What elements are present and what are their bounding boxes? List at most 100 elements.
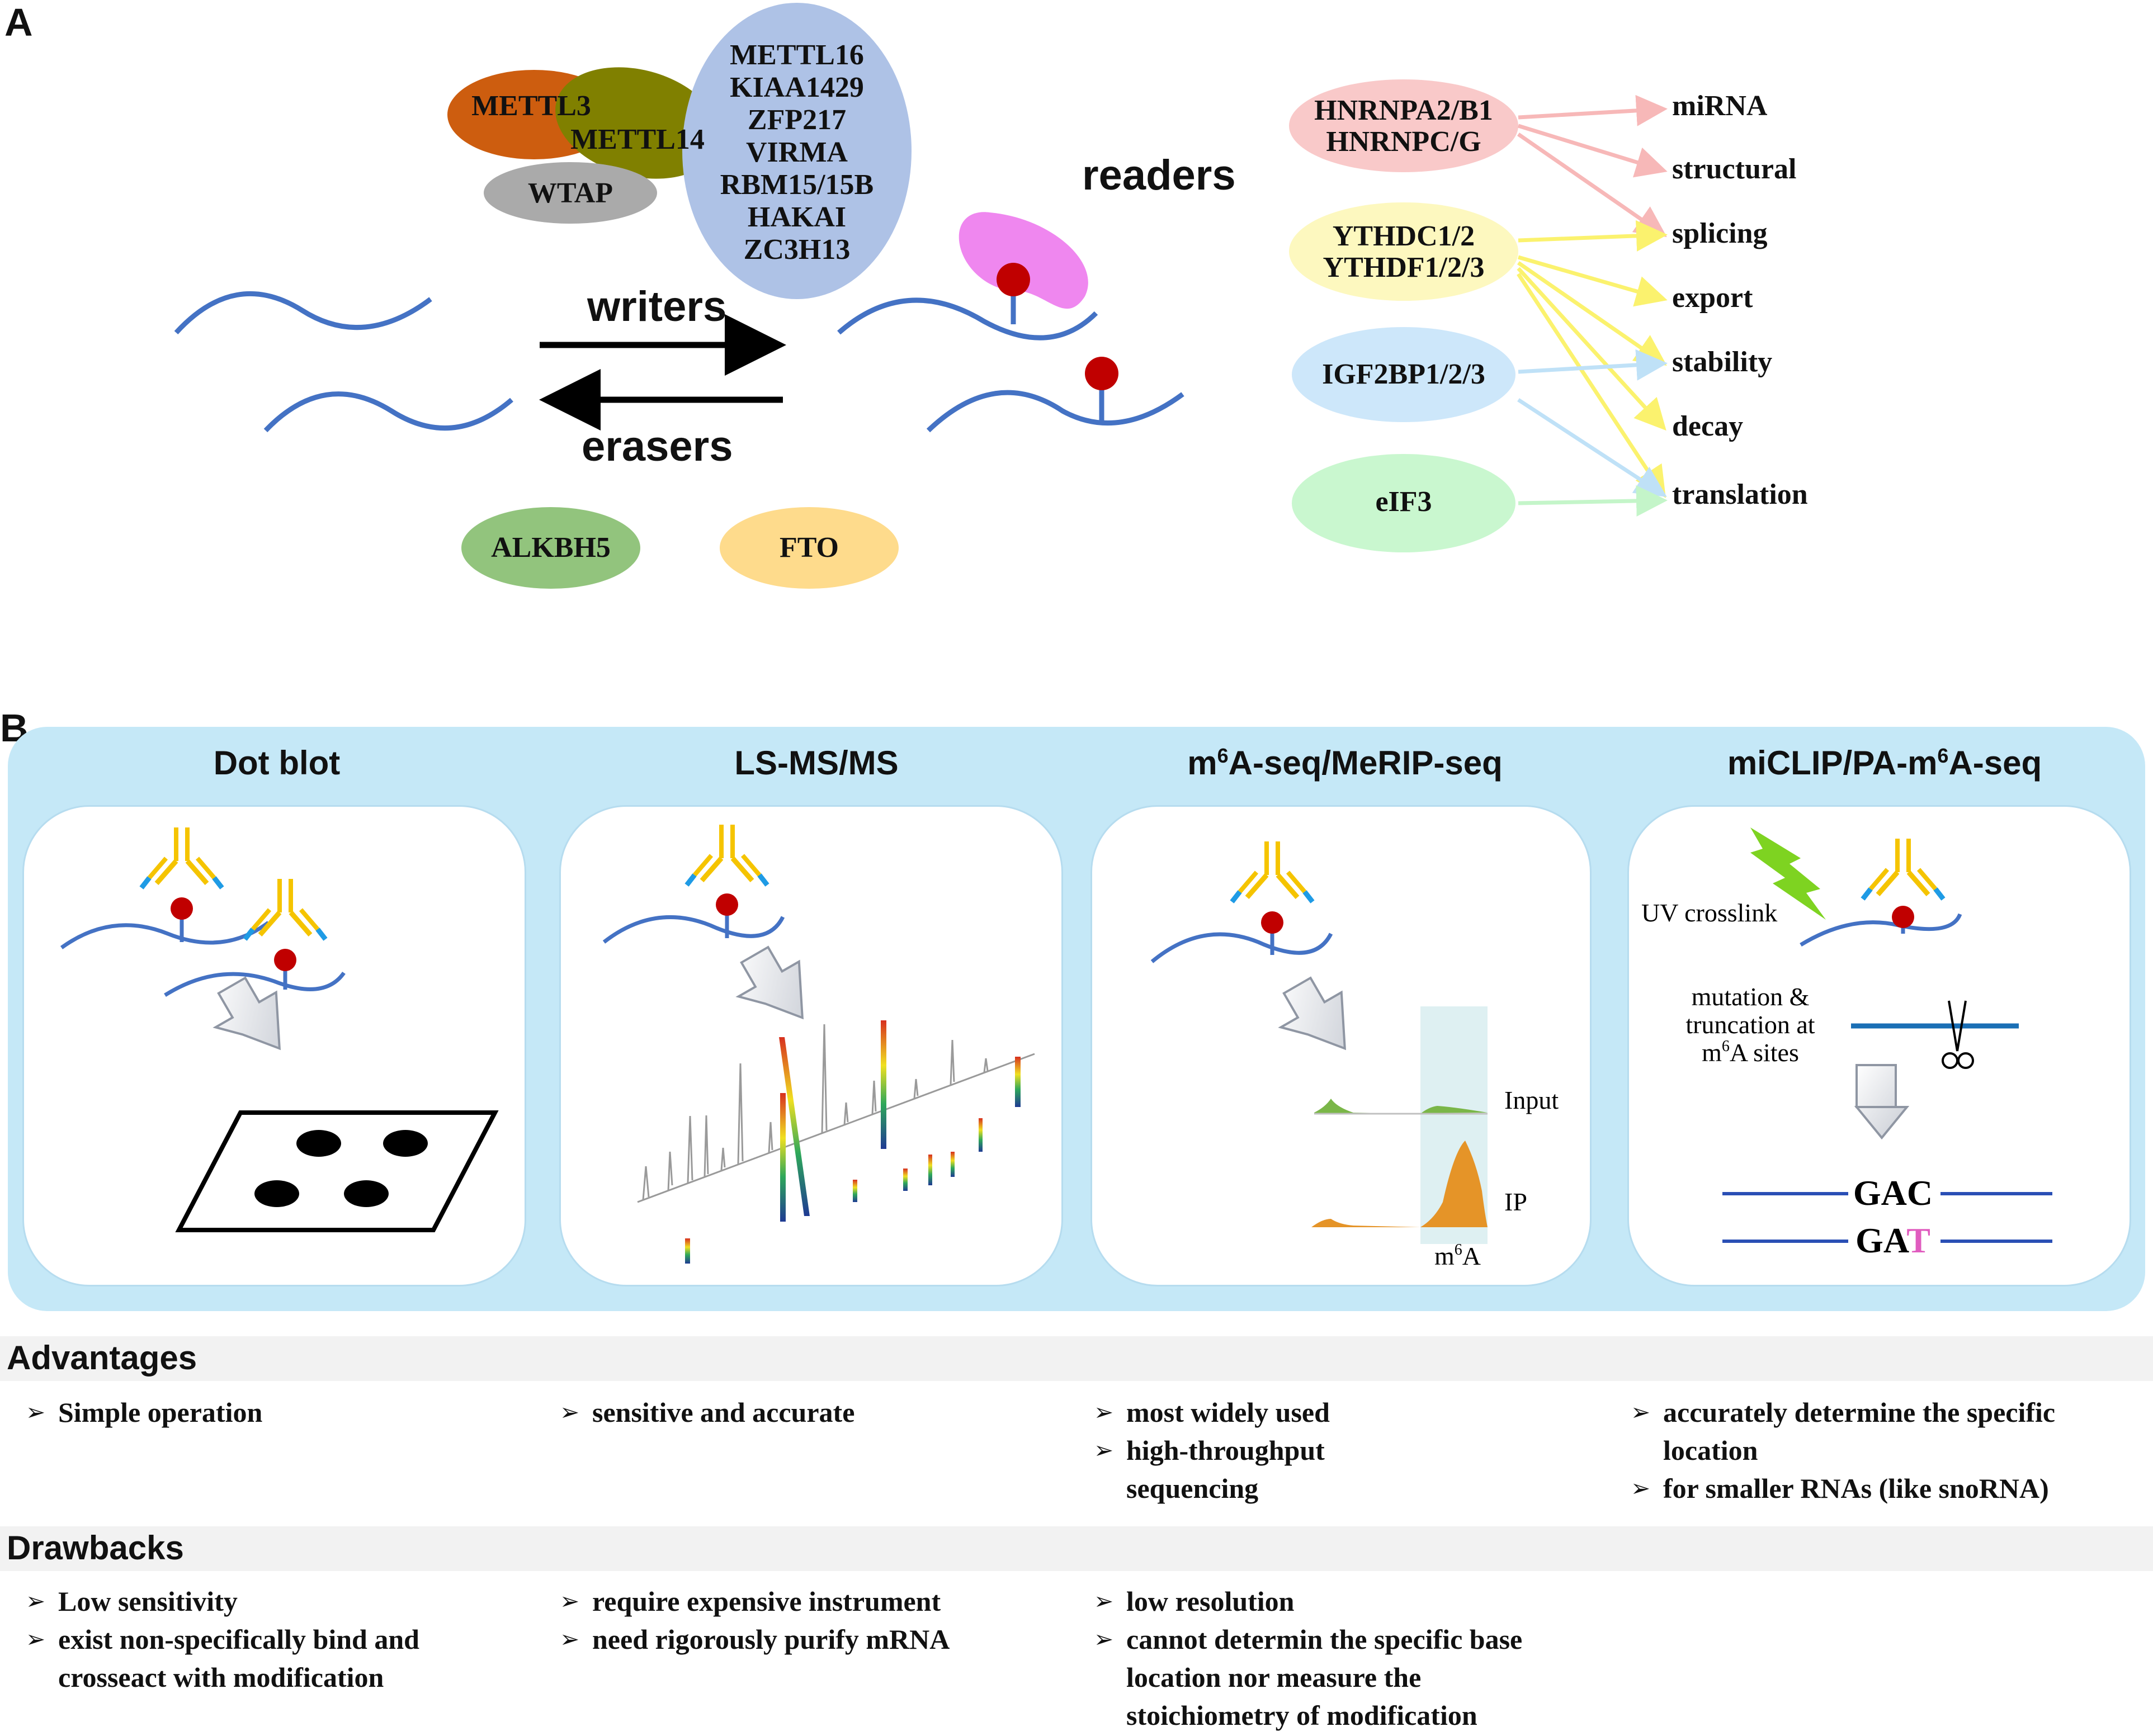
lsms-peak xyxy=(951,1152,955,1177)
dot-blot-down-arrow-icon xyxy=(213,976,281,1051)
dot-blot-spot xyxy=(344,1180,389,1207)
uv-crosslink-label: UV crosslink xyxy=(1641,898,1777,927)
miclip-m6a xyxy=(1892,906,1914,928)
drawback-item: need rigorously purify mRNA xyxy=(556,1620,1060,1658)
miclip-antibody xyxy=(1863,839,1943,899)
outcome-translation: translation xyxy=(1672,479,1808,510)
mettl14-ellipse xyxy=(555,67,720,179)
advantage-item: high-throughput sequencing xyxy=(1090,1431,1426,1507)
mettl3-label: METTL3 xyxy=(471,90,591,122)
arrow-hnrnp-splicing xyxy=(1517,133,1667,237)
miclip-title-post: A-seq xyxy=(1948,744,2042,782)
panel-b-diagrams: Input IP m6A UV crosslink mutation & tru… xyxy=(60,727,2052,1270)
advantage-item: Simple operation xyxy=(22,1393,514,1431)
arrow-eif3-translation xyxy=(1518,485,1668,517)
lsms-m6a xyxy=(716,893,738,916)
miclip-down-arrow-icon xyxy=(1854,1064,1910,1140)
mutation-label-3: m6A sites xyxy=(1702,1038,1799,1067)
lsms-peak xyxy=(685,1238,690,1264)
dot-blot-spot xyxy=(296,1130,341,1157)
outcome-mirna: miRNA xyxy=(1672,90,1768,122)
dot-blot-m6a-2 xyxy=(274,949,296,971)
dot-blot-antibody-1 xyxy=(141,827,222,888)
lsms-peak xyxy=(979,1118,983,1152)
drawback-item: Low sensitivity xyxy=(22,1582,514,1620)
drawback-item: require expensive instrument xyxy=(556,1582,1060,1620)
partner-label: METTL16 xyxy=(730,39,864,71)
lsms-spectrum xyxy=(637,1024,1035,1203)
lsms-down-arrow-icon xyxy=(735,945,804,1020)
arrow-yth-export xyxy=(1518,255,1668,307)
merip-input-label: Input xyxy=(1504,1086,1559,1114)
advantages-col-1: Simple operation xyxy=(22,1393,514,1431)
outcome-decay: decay xyxy=(1672,410,1744,442)
m6a-dot-1 xyxy=(997,263,1030,296)
partner-label: ZFP217 xyxy=(747,104,847,136)
merip-title-post: A-seq/MeRIP-seq xyxy=(1228,744,1503,782)
outcome-export: export xyxy=(1672,282,1753,314)
alkbh5-label: ALKBH5 xyxy=(491,532,611,564)
miclip-title-sup: 6 xyxy=(1937,744,1949,767)
merip-m6a-sup: 6 xyxy=(1455,1241,1462,1259)
reader-eif3-label: eIF3 xyxy=(1375,486,1432,518)
igf2bp-ellipse xyxy=(1292,327,1515,422)
readers-label: readers xyxy=(1082,152,1236,199)
reader-igf-label: IGF2BP1/2/3 xyxy=(1322,358,1485,390)
method-card-lsms xyxy=(559,805,1063,1286)
seq2-prefix: GA xyxy=(1855,1221,1909,1260)
merip-m6a xyxy=(1261,911,1283,934)
dot-blot-spot xyxy=(383,1130,428,1157)
outcome-structural: structural xyxy=(1672,153,1797,185)
rna-modified-2 xyxy=(926,390,1184,433)
partner-label: HAKAI xyxy=(747,201,847,233)
mutation-sup: 6 xyxy=(1722,1038,1730,1055)
method-title-merip: m6A-seq/MeRIP-seq xyxy=(1082,744,1608,782)
panel-a-letter: A xyxy=(4,1,33,44)
method-title-miclip: miCLIP/PA-m6A-seq xyxy=(1622,744,2147,782)
advantage-item: most widely used xyxy=(1090,1393,1426,1431)
rna-strand-1 xyxy=(174,291,432,335)
lsms-peak xyxy=(780,1093,786,1222)
mutation-label-1: mutation & xyxy=(1692,982,1810,1011)
advantage-item: accurately determine the specific locati… xyxy=(1627,1393,2142,1469)
wtap-ellipse xyxy=(484,162,657,224)
arrow-igf-stability xyxy=(1518,349,1668,381)
dot-blot-m6a-1 xyxy=(171,897,193,920)
reader-protein xyxy=(959,212,1088,309)
merip-title-sup: 6 xyxy=(1217,744,1229,767)
miclip-title-pre: miCLIP/PA-m xyxy=(1727,744,1938,782)
reader-hnrnp-label: HNRNPA2/B1 HNRNPC/G xyxy=(1292,95,1515,158)
drawbacks-col-2: require expensive instrument need rigoro… xyxy=(556,1582,1060,1658)
advantages-col-3: most widely used high-throughput sequenc… xyxy=(1090,1393,1426,1507)
merip-m6a-label: m6A xyxy=(1434,1241,1481,1270)
rna-strand-2 xyxy=(263,391,513,433)
outcome-splicing: splicing xyxy=(1672,217,1768,249)
ythdc-ellipse xyxy=(1289,202,1518,301)
fto-label: FTO xyxy=(780,532,839,564)
drawbacks-col-3: low resolution cannot determin the speci… xyxy=(1090,1582,1583,1734)
drawbacks-col-1: Low sensitivity exist non-specifically b… xyxy=(22,1582,514,1696)
lsms-peak xyxy=(1015,1057,1021,1107)
writers-label: writers xyxy=(587,283,727,330)
seq2-text: GAT xyxy=(1855,1221,1930,1260)
partner-label: ZC3H13 xyxy=(743,234,851,266)
method-title-dot-blot: Dot blot xyxy=(213,744,341,782)
m6a-dot-2 xyxy=(1085,357,1118,390)
fto-ellipse xyxy=(720,507,899,589)
drawback-item: low resolution xyxy=(1090,1582,1583,1620)
drawback-item: cannot determin the specific base locati… xyxy=(1090,1620,1583,1734)
lsms-colored-peaks xyxy=(685,1020,1021,1264)
partners-ellipse xyxy=(682,3,912,299)
reader-label: HNRNPA2/B1 xyxy=(1314,94,1493,126)
advantages-title: Advantages xyxy=(7,1339,197,1376)
lsms-peak xyxy=(853,1180,857,1202)
reader-yth-label: YTHDC1/2 YTHDF1/2/3 xyxy=(1292,221,1515,283)
panel-a-diagram xyxy=(174,3,1668,589)
lsms-rna xyxy=(602,915,785,944)
reader-label: YTHDC1/2 xyxy=(1332,220,1475,252)
arrow-hnrnp-structural xyxy=(1517,124,1668,178)
hnrnp-ellipse xyxy=(1289,79,1518,172)
seq1-text: GAC xyxy=(1853,1173,1933,1213)
lsms-antibody xyxy=(687,825,767,885)
scissors-icon xyxy=(1942,1000,1974,1069)
